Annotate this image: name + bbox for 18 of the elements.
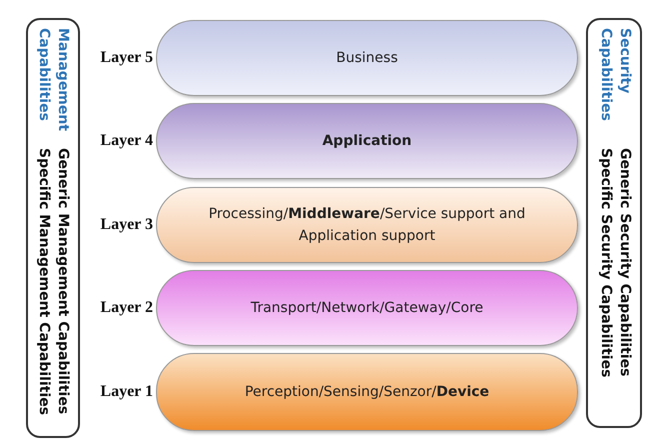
layer-number: Layer 2: [99, 299, 153, 317]
panel-heading: Management Capabilities: [35, 28, 72, 134]
layer-number: Layer 1: [99, 383, 153, 401]
layer-number: Layer 3: [99, 216, 153, 234]
capabilities-panel: [26, 18, 80, 438]
layer-name: Perception/Sensing/Senzor/Device: [244, 383, 490, 402]
layer-name: Transport/Network/Gateway/Core: [250, 299, 484, 318]
layer-number: Layer 4: [99, 132, 153, 150]
capabilities-panel: [586, 18, 642, 428]
layer-number: Layer 5: [99, 49, 153, 67]
panel-heading: Security Capabilities: [597, 28, 634, 123]
layer-name: Application: [322, 132, 412, 151]
capability-text: Specific Security Capabilities: [597, 148, 615, 378]
layer-name: Processing/Middleware/Service support and Application support: [208, 205, 526, 246]
layer-name: Business: [336, 49, 398, 68]
capability-text: Generic Management Capabilities: [54, 148, 72, 414]
capability-text: Specific Management Capabilities: [35, 148, 53, 416]
capability-text: Generic Security Capabilities: [616, 148, 634, 376]
